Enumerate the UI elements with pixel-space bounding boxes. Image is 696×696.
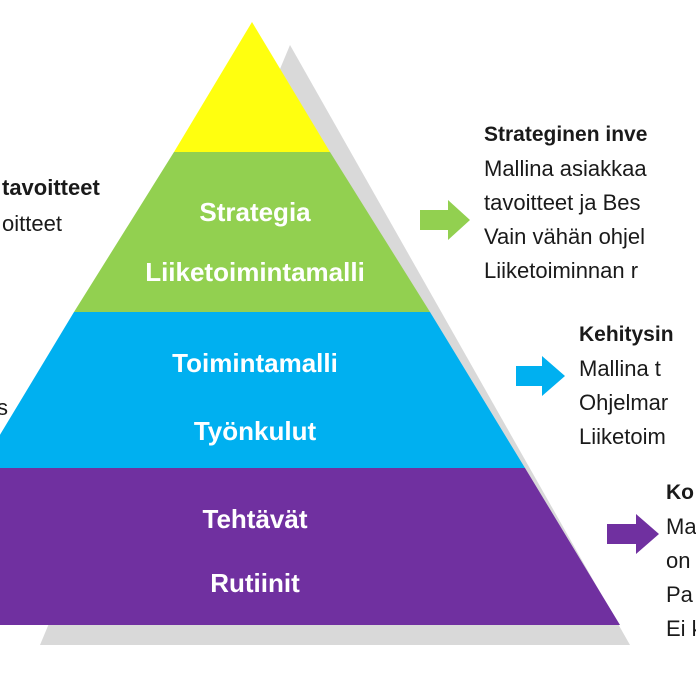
side-text-strategic: Strateginen inve Mallina asiakkaa tavoit… <box>484 118 647 288</box>
side-text-line: Mallina t <box>579 356 661 381</box>
side-text-line: on <box>666 548 691 573</box>
layer-label-toimintamalli: Toimintamalli <box>172 348 338 378</box>
side-text-heading: Strateginen inve <box>484 123 648 146</box>
side-text-line: Ma <box>666 514 696 539</box>
left-text-fragment: s <box>0 395 8 420</box>
side-text-line: Pa <box>666 582 693 607</box>
side-text-line: Ei k <box>666 616 696 641</box>
layer-label-liiketoimintamalli: Liiketoimintamalli <box>145 257 365 287</box>
left-text-heading: tavoitteet <box>2 175 100 200</box>
layer-label-rutiinit: Rutiinit <box>210 568 300 598</box>
pyramid-layer-top <box>174 22 330 152</box>
arrow-right-icon <box>420 200 470 240</box>
arrow-right-icon <box>516 356 565 396</box>
side-text-development: Kehitysin Mallina t Ohjelmar Liiketoim <box>579 318 674 454</box>
side-text-line: tavoitteet ja Bes <box>484 190 641 215</box>
pyramid-layer-tasks <box>0 468 620 625</box>
pyramid-layer-strategy <box>74 152 430 312</box>
arrow-right-icon <box>607 514 659 554</box>
side-text-third: Ko Ma on Pa Ei k <box>666 476 696 646</box>
pyramid-layer-operations <box>0 312 525 468</box>
side-text-line: Ohjelmar <box>579 390 669 415</box>
left-text-block: tavoitteet oitteet <box>2 170 100 242</box>
side-text-heading: Ko <box>666 481 694 504</box>
layer-label-tyonkulut: Työnkulut <box>194 416 317 446</box>
side-text-line: Mallina asiakkaa <box>484 156 647 181</box>
side-text-heading: Kehitysin <box>579 323 674 346</box>
layer-label-tehtavat: Tehtävät <box>203 504 308 534</box>
side-text-line: Liiketoiminnan r <box>484 258 639 283</box>
left-text-line: oitteet <box>2 211 62 236</box>
side-text-line: Liiketoim <box>579 424 666 449</box>
side-text-line: Vain vähän ohjel <box>484 224 646 249</box>
layer-label-strategia: Strategia <box>199 197 311 227</box>
